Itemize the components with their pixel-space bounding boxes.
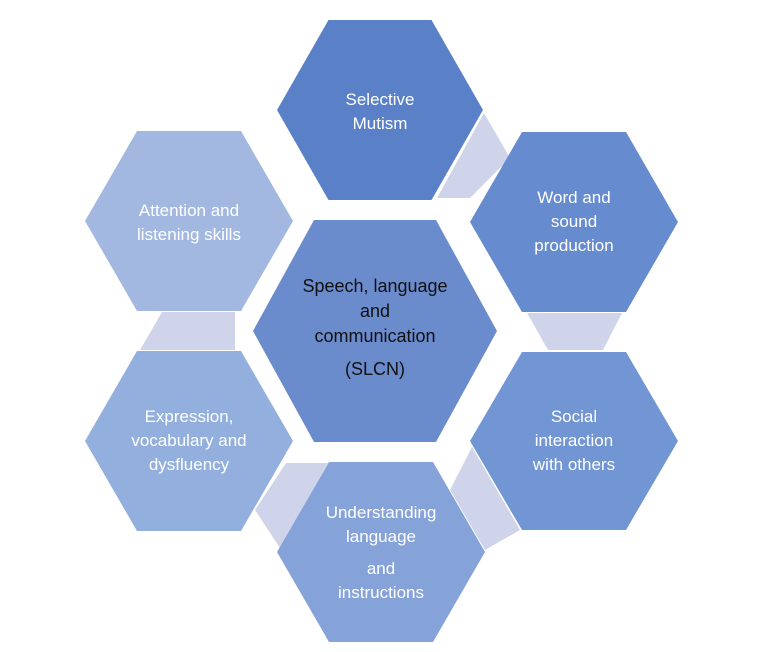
hexagon-label-upper-left: listening skills: [137, 225, 241, 244]
hexagon-label-top: Mutism: [353, 114, 408, 133]
hexagon-label-lower-left: dysfluency: [149, 455, 230, 474]
connector-upper-right-lower-right: [527, 313, 622, 350]
hexagon-label-lower-right: Social: [551, 407, 597, 426]
hexagon-label-center: and: [360, 301, 390, 321]
connector-lower-right-bottom: [450, 447, 520, 550]
hexagon-label-bottom: instructions: [338, 583, 424, 602]
hexagon-label-lower-left: Expression,: [145, 407, 234, 426]
hexagon-label-bottom: language: [346, 527, 416, 546]
hexagon-label-lower-left: vocabulary and: [131, 431, 246, 450]
hexagon-label-upper-left: Attention and: [139, 201, 239, 220]
hexagon-shape-center: [253, 220, 497, 442]
hexagon-shape-lower-right: [470, 352, 678, 530]
hexagon-label-lower-right: with others: [532, 455, 615, 474]
hexagon-lower-right: Social interaction with others: [470, 352, 678, 530]
hexagon-shape-lower-left: [85, 351, 293, 531]
hexagon-label-upper-right: Word and: [537, 188, 610, 207]
hexagon-label-upper-right: production: [534, 236, 613, 255]
hexagon-label-lower-right: interaction: [535, 431, 613, 450]
hexagon-label-upper-right: sound: [551, 212, 597, 231]
hexagon-label-bottom: Understanding: [326, 503, 437, 522]
hexagon-lower-left: Expression, vocabulary and dysfluency: [85, 351, 293, 531]
connector-bottom-lower-left: [255, 463, 328, 548]
hexagon-label-center: Speech, language: [302, 276, 447, 296]
connector-lower-left-upper-left: [140, 312, 235, 350]
hexagon-label-top: Selective: [346, 90, 415, 109]
hexagon-shape-upper-right: [470, 132, 678, 312]
hexagon-shape-bottom: [277, 462, 485, 642]
hexagon-upper-left: Attention and listening skills: [85, 131, 293, 311]
hexagon-bottom: Understanding language and instructions: [277, 462, 485, 642]
hexagon-label-center: communication: [314, 326, 435, 346]
hexagon-center: Speech, language and communication (SLCN): [253, 220, 497, 442]
hexagon-shape-upper-left: [85, 131, 293, 311]
connector-top-upper-right: [437, 113, 510, 198]
hexagon-upper-right: Word and sound production: [470, 132, 678, 312]
hexagon-label-center: (SLCN): [345, 359, 405, 379]
hexagon-label-bottom: and: [367, 559, 395, 578]
hexagon-shape-top: [277, 20, 483, 200]
